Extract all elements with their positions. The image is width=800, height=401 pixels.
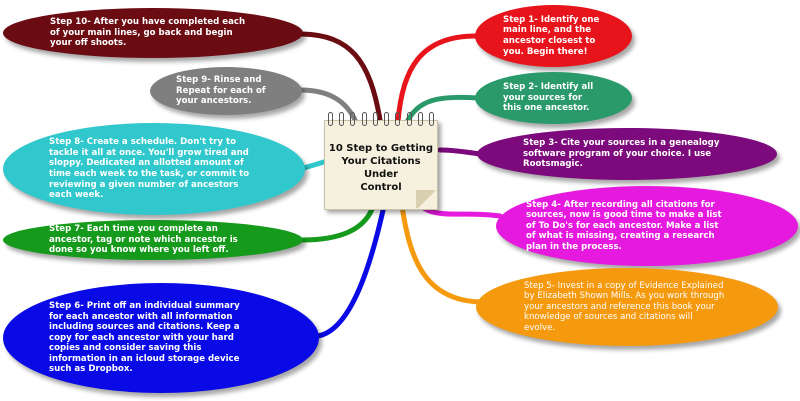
ring-icon: [350, 112, 356, 126]
step9-connector: [297, 87, 359, 125]
step-8-text: Step 8- Create a schedule. Don't try to …: [49, 137, 250, 201]
step-4-node: Step 4- After recording all citations fo…: [496, 186, 798, 266]
ring-icon: [417, 112, 423, 126]
step-6-node: Step 6- Print off an individual summary …: [3, 283, 319, 393]
step-10-node: Step 10- After you have completed each o…: [3, 8, 303, 58]
step-9-text: Step 9- Rinse and Repeat for each of you…: [176, 75, 266, 107]
ring-icon: [372, 112, 378, 126]
step-7-text: Step 7- Each time you complete an ancest…: [49, 224, 238, 256]
center-title: 10 Step to Getting Your Citations Under …: [328, 143, 434, 193]
page-curl: [416, 190, 438, 208]
step-5-node: Step 5- Invest in a copy of Evidence Exp…: [476, 268, 778, 346]
step10-connector: [299, 31, 383, 123]
step7-connector: [299, 201, 377, 243]
step-5-text: Step 5- Invest in a copy of Evidence Exp…: [524, 280, 725, 333]
notepad-rings: [328, 112, 434, 128]
step-2-node: Step 2- Identify all your sources for th…: [475, 72, 632, 124]
center-notepad: 10 Step to Getting Your Citations Under …: [324, 112, 438, 210]
step-10-text: Step 10- After you have completed each o…: [50, 17, 246, 49]
step-6-text: Step 6- Print off an individual summary …: [49, 300, 240, 375]
ring-icon: [384, 112, 390, 126]
step6-connector: [315, 203, 387, 339]
step-9-node: Step 9- Rinse and Repeat for each of you…: [150, 67, 302, 115]
step-3-text: Step 3- Cite your sources in a genealogy…: [523, 138, 720, 170]
step3-connector: [437, 147, 483, 157]
step-2-text: Step 2- Identify all your sources for th…: [503, 82, 594, 114]
step-1-text: Step 1- Identify one main line, and the …: [503, 14, 600, 57]
step-1-node: Step 1- Identify one main line, and the …: [475, 5, 632, 67]
ring-icon: [428, 112, 434, 126]
step-7-node: Step 7- Each time you complete an ancest…: [3, 220, 303, 260]
step-4-text: Step 4- After recording all citations fo…: [526, 199, 722, 252]
step1-connector: [395, 33, 481, 125]
step-8-node: Step 8- Create a schedule. Don't try to …: [3, 123, 305, 215]
ring-icon: [328, 112, 333, 126]
step5-connector: [399, 203, 483, 305]
ring-icon: [406, 112, 412, 126]
step2-connector: [403, 94, 481, 127]
step-3-node: Step 3- Cite your sources in a genealogy…: [477, 128, 777, 180]
ring-icon: [395, 112, 401, 126]
ring-icon: [361, 112, 367, 126]
ring-icon: [339, 112, 345, 126]
